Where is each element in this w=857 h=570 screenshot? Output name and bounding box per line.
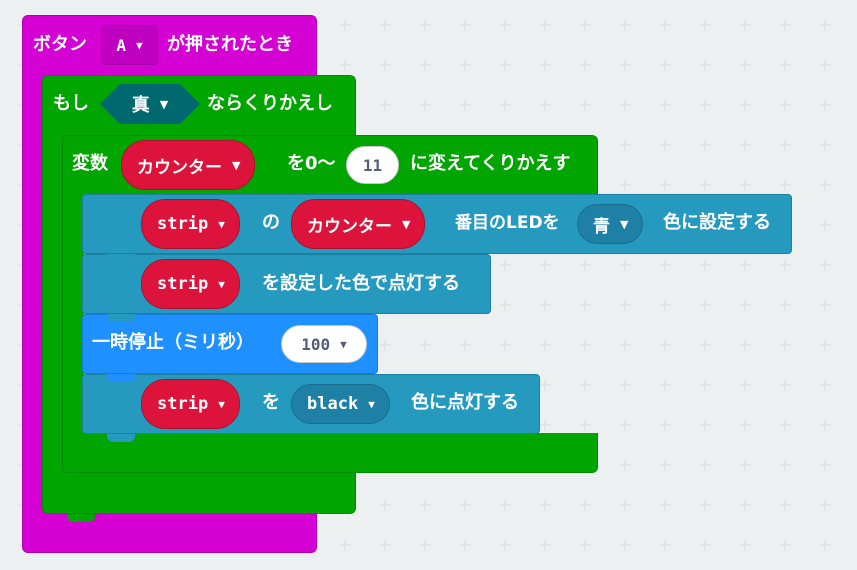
- pause-duration-dropdown[interactable]: 100 ▼: [281, 325, 367, 363]
- event-label-prefix: ボタン: [33, 34, 87, 55]
- condition-value: 真: [131, 95, 150, 116]
- for-label-suffix: に変えてくりかえす: [410, 153, 571, 174]
- for-variable-value: カウンター: [137, 157, 222, 178]
- caret-down-icon: ▼: [218, 397, 225, 411]
- caret-down-icon: ▼: [620, 217, 629, 231]
- set-pixel-label-suffix: 色に設定する: [663, 212, 771, 233]
- pause-block[interactable]: [82, 314, 378, 374]
- for-loop-left-arm: [62, 190, 84, 438]
- condition-dropdown[interactable]: 真 ▼: [100, 84, 200, 124]
- while-label-prefix: もし: [53, 93, 89, 114]
- while-loop-block[interactable]: [42, 75, 356, 136]
- for-loop-bottom: [62, 433, 598, 473]
- show-color-strip-dropdown[interactable]: strip ▼: [141, 379, 240, 429]
- set-pixel-label-middle: 番目のLEDを: [455, 213, 560, 233]
- show-color-label-wo: を: [262, 392, 280, 413]
- caret-down-icon: ▼: [218, 277, 225, 291]
- set-pixel-label-no: の: [262, 212, 280, 233]
- for-label-prefix: 変数: [72, 153, 108, 174]
- caret-down-icon: ▼: [218, 217, 225, 231]
- show-color-strip-value: strip: [157, 394, 209, 414]
- caret-down-icon: ▼: [402, 217, 411, 231]
- caret-down-icon: ▼: [368, 397, 375, 411]
- show-color-color-value: black: [307, 394, 359, 414]
- pause-label: 一時停止（ミリ秒）: [92, 332, 254, 353]
- show-strip-value: strip: [157, 274, 209, 294]
- caret-down-icon: ▼: [136, 38, 143, 52]
- show-color-block-bottom-notch: [107, 434, 135, 442]
- set-pixel-index-dropdown[interactable]: カウンター ▼: [291, 199, 426, 249]
- set-pixel-index-value: カウンター: [307, 216, 392, 237]
- button-dropdown-value: A: [116, 35, 126, 55]
- show-color-label-suffix: 色に点灯する: [411, 392, 519, 413]
- for-end-value-input[interactable]: 11: [346, 146, 399, 184]
- set-pixel-strip-value: strip: [157, 214, 209, 234]
- while-loop-left-arm: [42, 130, 64, 476]
- for-loop-notch: [87, 473, 115, 481]
- show-strip-dropdown[interactable]: strip ▼: [141, 259, 240, 309]
- caret-down-icon: ▼: [232, 158, 241, 172]
- set-pixel-color-value: 青: [593, 216, 610, 237]
- caret-down-icon: ▼: [340, 337, 347, 351]
- pause-block-notch: [107, 314, 135, 322]
- event-label-suffix: が押されたとき: [167, 34, 293, 55]
- for-label-middle: を0〜: [287, 153, 336, 174]
- on-button-pressed-left-arm: [22, 70, 44, 516]
- show-color-block-notch: [107, 374, 135, 382]
- show-block-notch: [107, 254, 135, 262]
- show-label: を設定した色で点灯する: [262, 273, 460, 294]
- button-dropdown[interactable]: A ▼: [101, 25, 158, 65]
- show-color-color-dropdown[interactable]: black ▼: [291, 384, 390, 424]
- while-loop-notch: [67, 514, 95, 522]
- on-button-pressed-bottom: [22, 512, 317, 553]
- while-label-suffix: ならくりかえし: [207, 93, 333, 114]
- for-variable-dropdown[interactable]: カウンター ▼: [121, 140, 256, 190]
- set-pixel-strip-dropdown[interactable]: strip ▼: [141, 199, 240, 249]
- for-end-value: 11: [362, 155, 383, 175]
- caret-down-icon: ▼: [159, 97, 169, 111]
- on-button-pressed-block[interactable]: [22, 15, 317, 78]
- pause-duration-value: 100: [301, 334, 331, 354]
- set-pixel-color-dropdown[interactable]: 青 ▼: [577, 204, 644, 244]
- condition-hexagon[interactable]: [100, 84, 200, 124]
